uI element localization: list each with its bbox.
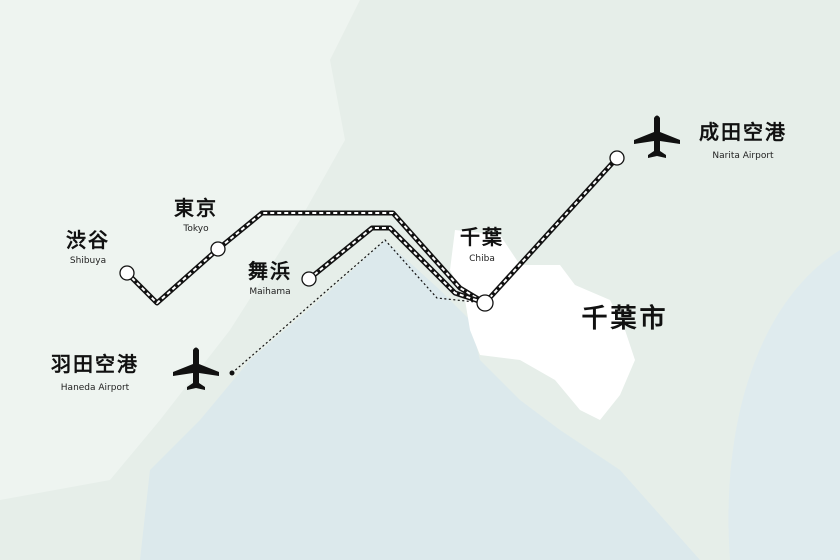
station-name-en: Tokyo — [183, 224, 209, 234]
airport-name-en: Narita Airport — [712, 151, 774, 161]
chiba-city-area — [450, 230, 635, 420]
station-node-maihama[interactable] — [301, 271, 317, 287]
station-label-tokyo[interactable]: 東京 Tokyo — [158, 192, 234, 234]
station-label-shibuya[interactable]: 渋谷 Shibuya — [50, 224, 126, 266]
station-label-maihama[interactable]: 舞浜 Maihama — [232, 255, 308, 297]
station-node-tokyo[interactable] — [210, 241, 226, 257]
station-node-narita[interactable] — [609, 150, 625, 166]
airplane-icon — [634, 115, 680, 158]
airport-label-narita[interactable]: 成田空港 Narita Airport — [688, 116, 798, 161]
station-name-en: Shibuya — [69, 256, 107, 266]
station-name-en: Maihama — [249, 287, 291, 297]
airplane-icon — [173, 347, 219, 390]
station-name-jp: 舞浜 — [248, 259, 292, 283]
station-label-chiba[interactable]: 千葉 Chiba — [444, 221, 520, 264]
sea-area — [140, 240, 700, 560]
city-label-chiba: 千葉市 — [581, 304, 669, 334]
airport-name-jp: 羽田空港 — [51, 352, 139, 376]
station-name-en: Chiba — [469, 254, 495, 264]
background-land — [0, 0, 360, 500]
station-name-jp: 渋谷 — [66, 228, 110, 252]
station-name-jp: 東京 — [174, 196, 218, 220]
airport-name-jp: 成田空港 — [699, 120, 787, 144]
airport-label-haneda[interactable]: 羽田空港 Haneda Airport — [40, 348, 150, 393]
airport-name-en: Haneda Airport — [60, 383, 130, 393]
sea-area-east — [728, 250, 840, 560]
station-node-shibuya[interactable] — [119, 265, 135, 281]
station-name-jp: 千葉 — [460, 225, 504, 249]
station-node-chiba[interactable] — [476, 294, 494, 312]
station-node-haneda[interactable] — [229, 370, 235, 376]
